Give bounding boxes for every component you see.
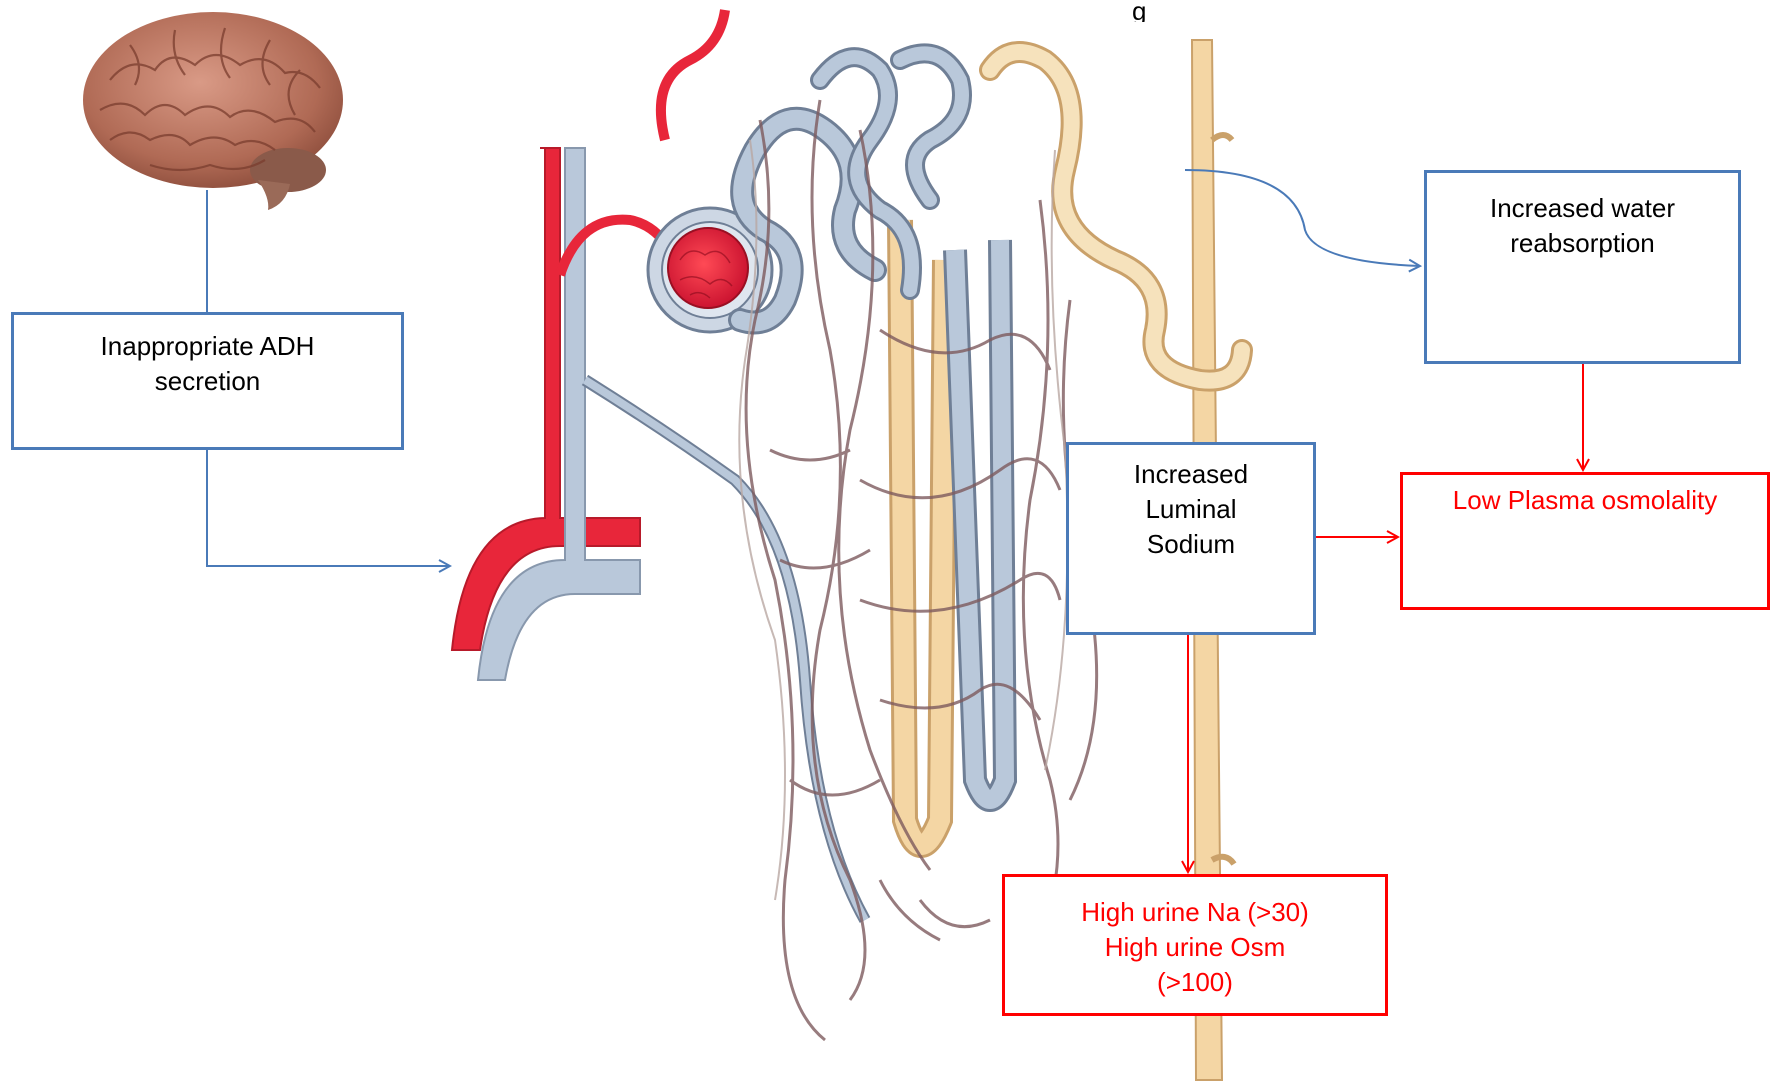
adh-to-kidney-arrow [207,450,450,566]
urine-findings-box: High urine Na (>30) High urine Osm (>100… [1002,874,1388,1016]
urine-box-line-1: High urine Na (>30) [1005,895,1385,930]
plasma-osmolality-box: Low Plasma osmolality [1400,472,1770,610]
adh-box-line-1: Inappropriate ADH [14,329,401,364]
brain-icon [83,12,343,210]
top-text-fragment: g [1132,0,1192,22]
water-box-line-1: Increased water [1427,191,1738,226]
urine-box-line-2: High urine Osm [1005,930,1385,965]
sodium-box-line-1: Increased [1069,457,1313,492]
sodium-box-line-2: Luminal [1069,492,1313,527]
urine-box-line-3: (>100) [1005,965,1385,1000]
sodium-box-line-3: Sodium [1069,527,1313,562]
plasma-box-line-1: Low Plasma osmolality [1403,483,1767,518]
water-box-line-2: reabsorption [1427,226,1738,261]
water-reabsorption-box: Increased water reabsorption [1424,170,1741,364]
luminal-sodium-box: Increased Luminal Sodium [1066,442,1316,635]
duct-to-water-arrow [1185,170,1420,266]
adh-box-line-2: secretion [14,364,401,399]
adh-secretion-box: Inappropriate ADH secretion [11,312,404,450]
